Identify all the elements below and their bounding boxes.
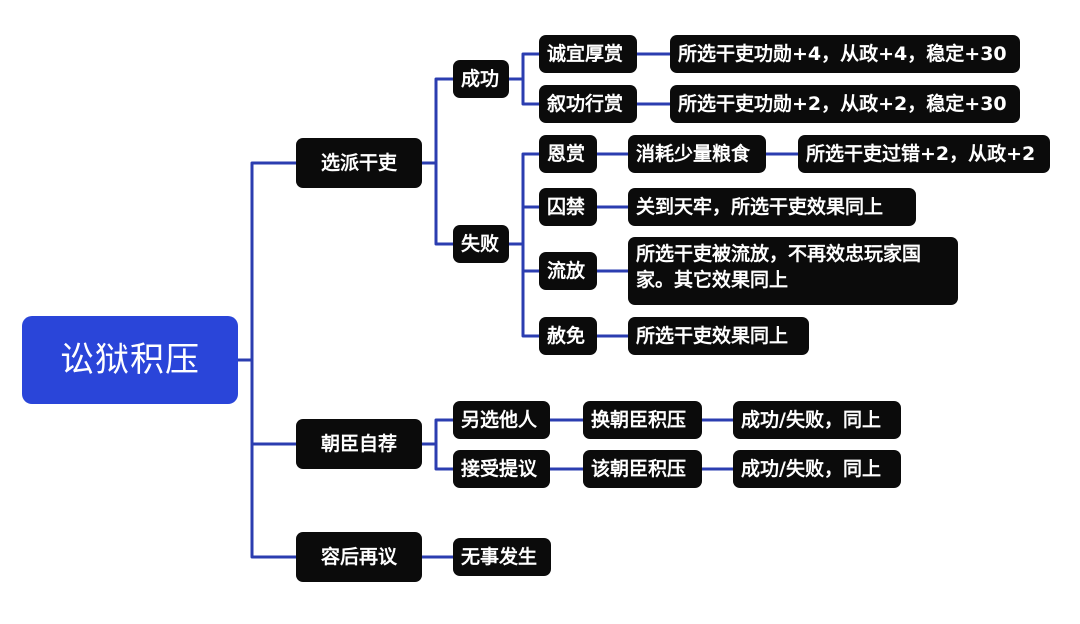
reward-generous: 诚宜厚赏 xyxy=(539,35,637,73)
fail-reward-result: 所选干吏过错+2，从政+2 xyxy=(798,135,1050,173)
option-accept-result: 成功/失败，同上 xyxy=(733,450,901,488)
option-choose-other-result: 成功/失败，同上 xyxy=(733,401,901,439)
branch-select-official: 选派干吏 xyxy=(296,138,422,188)
option-accept-mid: 该朝臣积压 xyxy=(583,450,702,488)
branch-postpone: 容后再议 xyxy=(296,532,422,582)
outcome-failure: 失败 xyxy=(453,225,509,263)
fail-imprison: 囚禁 xyxy=(539,188,597,226)
option-choose-other-mid: 换朝臣积压 xyxy=(583,401,702,439)
fail-reward-cost: 消耗少量粮食 xyxy=(628,135,766,173)
fail-imprison-effect: 关到天牢，所选干吏效果同上 xyxy=(628,188,916,226)
reward-merit-effect: 所选干吏功勋+2，从政+2，稳定+30 xyxy=(670,85,1020,123)
fail-pardon: 赦免 xyxy=(539,317,597,355)
postpone-result: 无事发生 xyxy=(453,538,551,576)
fail-reward: 恩赏 xyxy=(539,135,597,173)
reward-generous-effect: 所选干吏功勋+4，从政+4，稳定+30 xyxy=(670,35,1020,73)
outcome-success: 成功 xyxy=(453,60,509,98)
branch-minister-volunteer: 朝臣自荐 xyxy=(296,419,422,469)
option-choose-other: 另选他人 xyxy=(453,401,550,439)
fail-exile: 流放 xyxy=(539,252,597,290)
fail-pardon-effect: 所选干吏效果同上 xyxy=(628,317,809,355)
option-accept: 接受提议 xyxy=(453,450,550,488)
fail-exile-effect: 所选干吏被流放，不再效忠玩家国家。其它效果同上 xyxy=(628,237,958,305)
reward-merit: 叙功行赏 xyxy=(539,85,637,123)
root-node: 讼狱积压 xyxy=(22,316,238,404)
